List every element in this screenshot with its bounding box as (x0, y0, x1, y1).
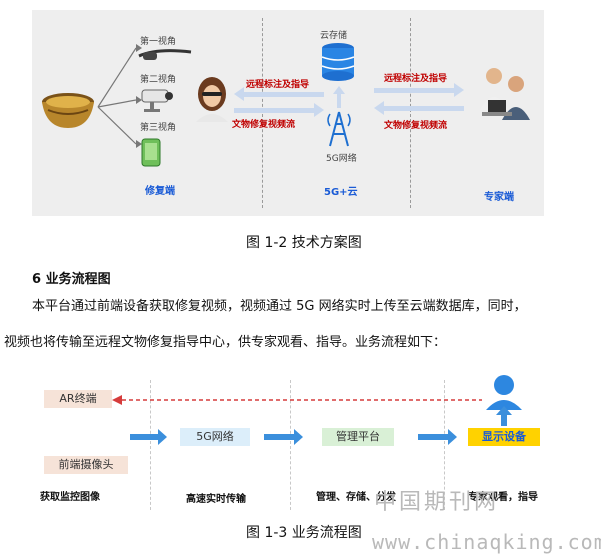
5g-network-label: 5G网络 (326, 154, 357, 164)
arrow-to-network (130, 429, 167, 445)
divider-left (262, 18, 263, 208)
arrow-guidance-right (374, 83, 464, 97)
figure-1-2-caption: 图 1-2 技术方案图 (246, 235, 362, 251)
bottom-label-expert: 专家观看，指导 (468, 492, 538, 503)
bottom-label-transmission: 高速实时传输 (186, 494, 246, 505)
camera-branch-lines (97, 44, 142, 148)
watermark-url: www.chinaqking.com (372, 530, 601, 554)
paragraph-line-2: 视频也将传输至远程文物修复指导中心，供专家观看、指导。业务流程如下： (4, 335, 447, 350)
arrow-to-display (418, 429, 457, 445)
bottom-label-capture: 获取监控图像 (40, 492, 100, 503)
section-heading: 6 业务流程图 (32, 272, 111, 287)
user-icon (486, 375, 522, 410)
watermark-cn: 中国期刊网 (374, 490, 500, 515)
management-platform-box: 管理平台 (322, 428, 394, 446)
paragraph-line-1: 本平台通过前端设备获取修复视频，视频通过 5G 网络实时上传至云端数据库，同时， (32, 299, 527, 314)
surveillance-camera-icon (141, 89, 173, 112)
tower-antenna-icon (327, 111, 351, 147)
repairer-person-image (196, 77, 228, 122)
flow-remote-guidance-right: 远程标注及指导 (384, 74, 448, 84)
flow-video-stream-right: 文物修复视频流 (384, 121, 448, 131)
technical-scheme-figure: 第一视角 第二视角 第三视角 修复端 远程标注及指导 文物修复视频流 云存储 (32, 10, 544, 216)
5g-network-box: 5G网络 (180, 428, 250, 446)
display-device-box: 显示设备 (468, 428, 540, 446)
database-icon (321, 43, 355, 81)
flow-remote-guidance-left: 远程标注及指导 (246, 80, 310, 90)
arrow-to-platform (264, 429, 303, 445)
flow-divider-2 (290, 380, 291, 510)
camera-label-1: 第一视角 (140, 37, 177, 47)
upload-arrow-icon (333, 86, 345, 108)
up-arrow-icon (496, 406, 512, 426)
ar-glasses-icon (138, 49, 192, 60)
mobile-phone-icon (141, 138, 161, 167)
figure-1-3-caption: 图 1-3 业务流程图 (246, 525, 362, 541)
flow-divider-1 (150, 380, 151, 510)
front-camera-box: 前端摄像头 (44, 456, 128, 474)
experts-image (480, 68, 530, 120)
section-label-repair: 修复端 (145, 186, 175, 197)
ar-terminal-box: AR终端 (44, 390, 112, 408)
bottom-label-management: 管理、存储、分发 (316, 492, 396, 503)
divider-right (410, 18, 411, 208)
arrow-video-left (234, 103, 324, 117)
arrow-guidance-left (234, 87, 324, 101)
camera-label-2: 第二视角 (140, 75, 177, 85)
section-label-expert: 专家端 (484, 192, 514, 203)
flow-video-stream-left: 文物修复视频流 (232, 120, 296, 130)
flow-divider-3 (444, 380, 445, 510)
arrow-video-right (374, 101, 464, 115)
camera-label-3: 第三视角 (140, 123, 177, 133)
section-label-5g-cloud: 5G+云 (324, 187, 358, 198)
artifact-bowl-image (42, 93, 94, 128)
cloud-storage-label: 云存储 (320, 31, 348, 41)
feedback-dashed-arrow (112, 395, 482, 405)
